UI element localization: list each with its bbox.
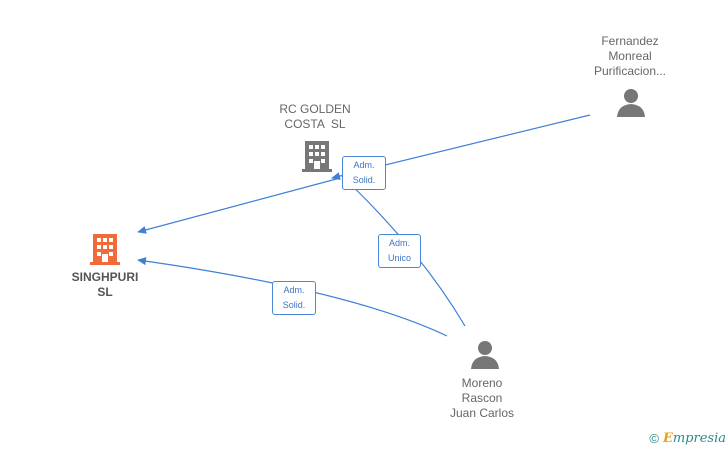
edge-moreno-to-singhpuri: [137, 257, 448, 337]
building-icon: [90, 234, 120, 265]
label-line: COSTA SL: [284, 117, 346, 131]
label-line: Rascon: [461, 391, 503, 405]
edge-rc-golden-to-singhpuri: [137, 177, 341, 234]
label-line: SINGHPURI: [71, 270, 139, 284]
edge-label-line: Unico: [387, 253, 411, 263]
brand-logo-initial: E: [662, 431, 673, 446]
company-label-rc-golden[interactable]: RC GOLDEN COSTA SL: [265, 102, 365, 132]
brand-footer: © Empresia: [649, 431, 726, 446]
person-label-moreno[interactable]: Moreno Rascon Juan Carlos: [432, 376, 532, 421]
edge-label-fernandez-rc-golden[interactable]: Adm. Solid.: [342, 156, 386, 190]
edge-label-line: Adm.: [353, 160, 375, 170]
label-line: Monreal: [608, 49, 652, 63]
person-label-fernandez[interactable]: Fernandez Monreal Purificacion...: [575, 34, 685, 79]
person-icon: [471, 341, 499, 369]
label-line: Purificacion...: [593, 64, 667, 78]
label-line: Fernandez: [601, 34, 659, 48]
company-label-singhpuri[interactable]: SINGHPURI SL: [58, 270, 152, 300]
edge-label-line: Adm.: [388, 238, 410, 248]
label-line: SL: [97, 285, 113, 299]
building-icon: [302, 141, 332, 172]
edge-label-moreno-singhpuri[interactable]: Adm. Solid.: [272, 281, 316, 315]
label-line: RC GOLDEN: [279, 102, 351, 116]
edge-label-line: Solid.: [352, 175, 376, 185]
copyright-icon: ©: [649, 431, 659, 446]
edge-label-moreno-rc-golden[interactable]: Adm. Unico: [378, 234, 421, 268]
label-line: Juan Carlos: [449, 406, 515, 420]
edge-label-line: Solid.: [282, 300, 306, 310]
brand-logo-rest: mpresia: [672, 431, 726, 446]
brand-logo: Empresia: [663, 431, 726, 446]
edge-label-line: Adm.: [283, 285, 305, 295]
person-icon: [617, 89, 645, 117]
label-line: Moreno: [461, 376, 503, 390]
